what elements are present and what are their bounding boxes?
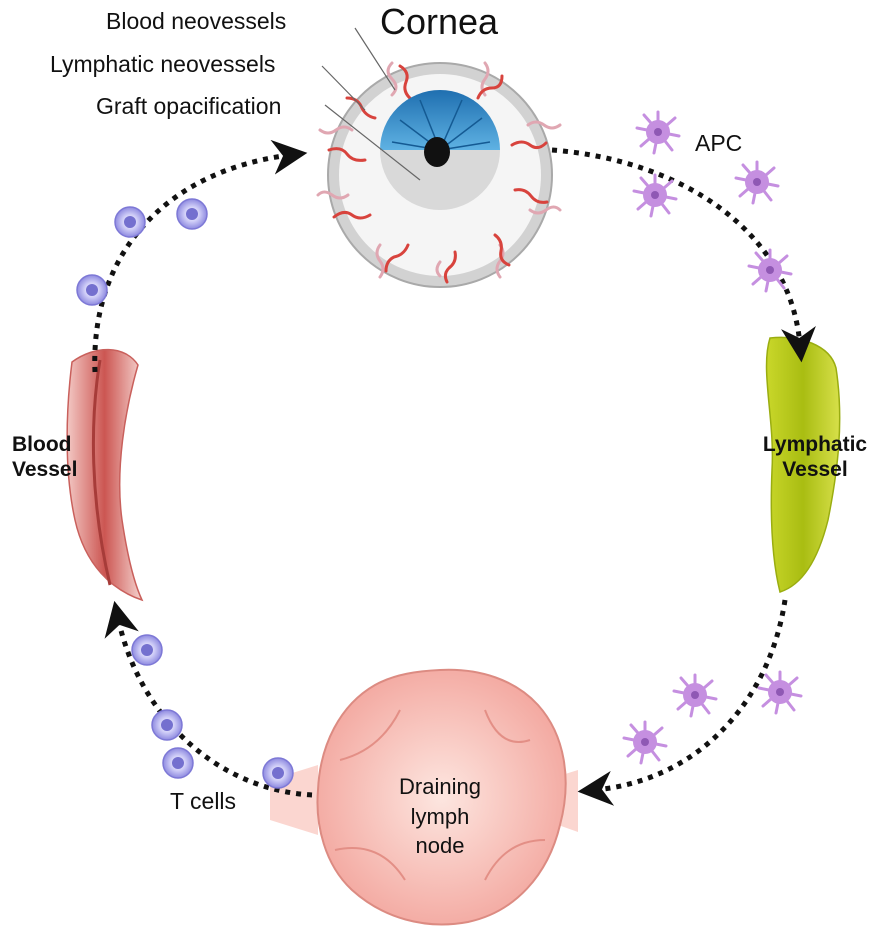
lymphatic-vessel-label-line: Vessel (782, 458, 848, 482)
t-cell (114, 206, 146, 238)
t-cell (76, 274, 108, 306)
blood-neovessels (327, 64, 549, 284)
graft-opacity (380, 150, 500, 210)
lymph-node-label-line: lymph (410, 803, 470, 829)
arrow-node-to-blood (104, 600, 313, 798)
pupil (424, 137, 450, 167)
t-cell (162, 747, 194, 779)
t-cell (151, 709, 183, 741)
lymph-node-label: Draining lymph node (380, 772, 500, 861)
t-cell (262, 757, 294, 789)
apc-cell (622, 720, 668, 765)
apc-cell (632, 173, 678, 218)
t-cell (176, 198, 208, 230)
callout-line-blood (354, 27, 396, 91)
lymph-node-shape (270, 668, 578, 926)
iris (380, 90, 500, 150)
callout-line-lymphatic (321, 65, 366, 111)
lymphatic-neovessels-label: Lymphatic neovessels (50, 51, 276, 77)
apc-cell (635, 110, 681, 155)
t-cells (76, 198, 294, 789)
lymphatic-vessel-label-line: Lymphatic (762, 433, 868, 456)
apc-cell (734, 160, 780, 205)
blood-vessel-label-line: Blood (12, 433, 72, 456)
callout-line-graft (324, 104, 421, 181)
lymph-node-label-line: node (415, 833, 465, 859)
apc-cells (622, 110, 803, 765)
blood-vessel-label-line: Vessel (12, 458, 78, 482)
arrow-blood-to-cornea (92, 139, 308, 373)
apc-cell (757, 670, 803, 715)
blood-neovessels-label: Blood neovessels (106, 8, 287, 34)
lymphatic-vessel-shape (765, 336, 841, 593)
lymphatic-vessel-label: Lymphatic Vessel (755, 432, 875, 482)
cornea-title: Cornea (380, 1, 499, 42)
apc-label: APC (695, 130, 743, 156)
flow-arrows (92, 139, 816, 806)
arrow-cornea-to-lymphatic (551, 147, 816, 363)
arrow-lymphatic-to-node (577, 599, 788, 806)
blood-vessel-label: Blood Vessel (12, 432, 77, 482)
apc-cell (672, 673, 718, 718)
graft-opacification-label: Graft opacification (96, 93, 282, 119)
t-cell (131, 634, 163, 666)
lymph-node-label-line: Draining (399, 774, 481, 799)
blood-vessel-shape (66, 348, 144, 602)
t-cells-label: T cells (170, 788, 237, 814)
cornea-eye (316, 27, 562, 288)
lymphatic-neovessels (316, 61, 562, 279)
apc-cell (747, 248, 793, 293)
